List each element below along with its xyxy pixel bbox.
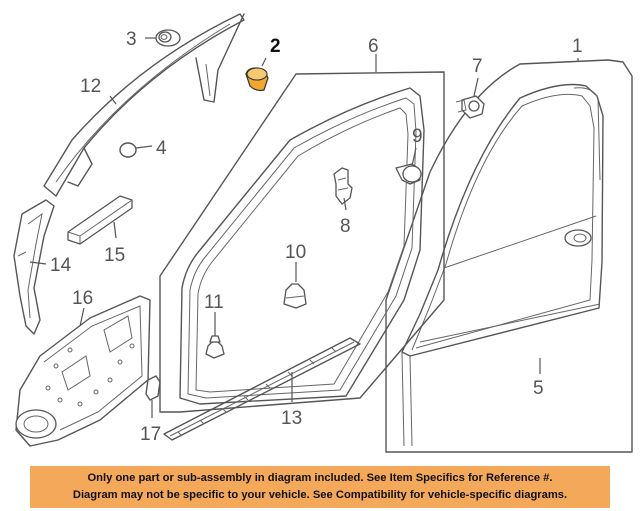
part-8-bracket	[333, 167, 353, 205]
callout-8: 8	[340, 216, 351, 237]
disclaimer-line-2: Diagram may not be specific to your vehi…	[72, 489, 568, 501]
part-9-push-pin	[395, 163, 422, 185]
part-15-bar	[67, 195, 133, 245]
callout-4: 4	[156, 138, 167, 159]
callout-16: 16	[72, 288, 93, 309]
part-14-sash	[13, 199, 55, 335]
callout-14: 14	[50, 255, 72, 276]
callout-12: 12	[80, 76, 101, 97]
part-12-window-channel	[43, 13, 245, 197]
part-11-clip	[205, 335, 225, 359]
disclaimer-line-1: Only one part or sub-assembly in diagram…	[87, 472, 553, 484]
callout-5: 5	[533, 378, 544, 399]
part-4-plug	[119, 142, 137, 158]
callout-7: 7	[472, 56, 483, 77]
callout-13: 13	[281, 408, 302, 429]
callout-15: 15	[104, 245, 125, 266]
part-1-front-door-shell	[385, 59, 633, 453]
part-7-clip	[455, 95, 485, 119]
callout-10: 10	[285, 242, 306, 263]
part-3-grommet	[155, 29, 181, 47]
callout-11: 11	[204, 292, 224, 313]
callout-9: 9	[412, 126, 423, 147]
callout-1: 1	[572, 36, 583, 57]
callout-6: 6	[368, 36, 379, 57]
callout-17: 17	[140, 424, 161, 445]
part-17-plug	[145, 375, 161, 401]
leader-lines	[29, 37, 579, 418]
callout-2: 2	[270, 36, 281, 57]
disclaimer-banner: Only one part or sub-assembly in diagram…	[30, 466, 610, 508]
callout-labels: 1 2 3 4 5 6 7 8 9 10 11 12 13 14 15 16 1…	[50, 29, 583, 445]
part-16-inner-panel	[15, 295, 151, 447]
part-2-bumper-highlighted	[245, 67, 269, 92]
callout-3: 3	[126, 29, 137, 50]
part-13-sill-strip	[163, 337, 361, 441]
part-10-clip	[283, 283, 307, 309]
